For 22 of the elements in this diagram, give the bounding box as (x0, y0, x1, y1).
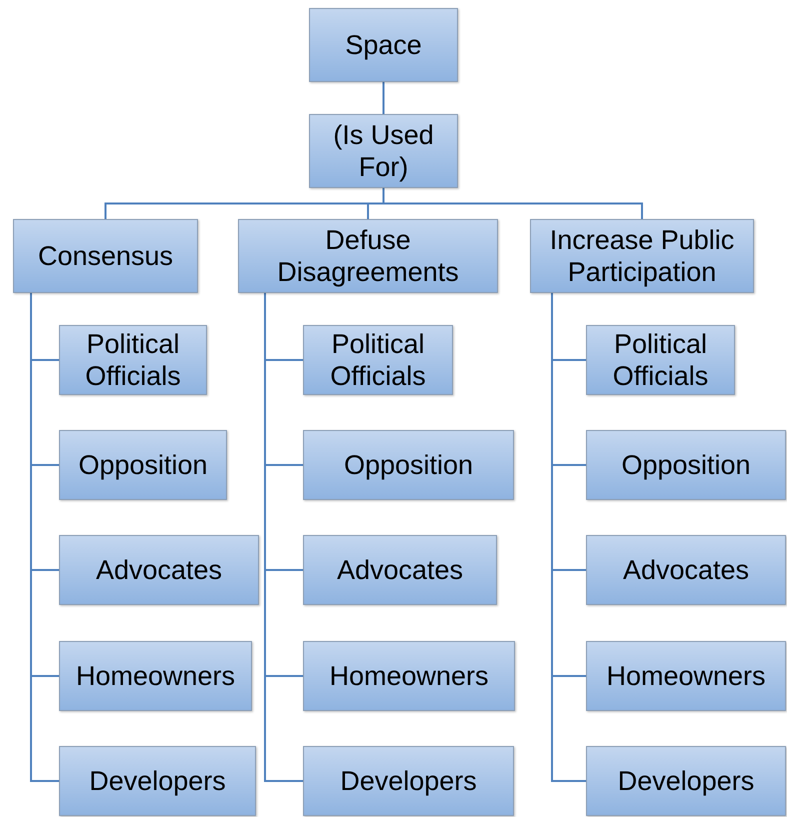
hierarchy-box: Increase Public Participation (530, 219, 754, 293)
hierarchy-box: Advocates (59, 535, 259, 605)
hierarchy-box: Political Officials (59, 325, 207, 395)
hierarchy-box: Developers (59, 746, 256, 816)
hierarchy-box: Political Officials (586, 325, 735, 395)
hierarchy-box: Homeowners (586, 641, 786, 711)
hierarchy-box: Advocates (303, 535, 497, 605)
hierarchy-box: Opposition (586, 430, 786, 500)
hierarchy-box: Consensus (13, 219, 198, 293)
hierarchy-box: Homeowners (59, 641, 252, 711)
hierarchy-box: Space (309, 8, 458, 82)
hierarchy-box: Developers (303, 746, 514, 816)
hierarchy-box: Political Officials (303, 325, 453, 395)
hierarchy-box: Opposition (303, 430, 514, 500)
hierarchy-box: (Is Used For) (309, 114, 458, 188)
hierarchy-box: Homeowners (303, 641, 515, 711)
connector-line (382, 82, 384, 114)
hierarchy-box: Defuse Disagreements (238, 219, 498, 293)
hierarchy-box: Advocates (586, 535, 786, 605)
hierarchy-box: Developers (586, 746, 786, 816)
connector-line (382, 188, 643, 219)
hierarchy-box: Opposition (59, 430, 227, 500)
